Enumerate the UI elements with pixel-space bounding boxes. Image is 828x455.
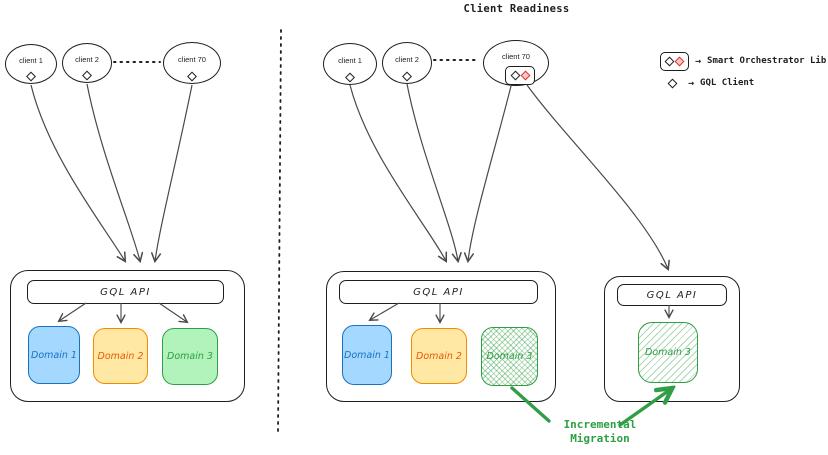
arrow-middle-client2-to-api [406,83,462,264]
legend: → Smart Orchestrator Lib → GQL Client [660,50,826,94]
right-domain-3-migrated: Domain 3 [638,322,698,383]
left-domain-3: Domain 3 [162,328,218,385]
domain-label: Domain 1 [31,349,77,361]
gql-client-diamond-icon [402,71,412,82]
gql-client-diamond-icon [26,71,36,82]
domain-label: Domain 3 [167,351,213,362]
arrow-client70-to-new-service [526,84,670,271]
client-label: client 70 [178,55,206,64]
arrow-middle-client1-to-api [349,84,448,263]
orchestrator-diamond-icon [520,70,530,81]
legend-label: GQL Client [700,78,755,88]
diagram-title: Client Readiness [463,3,570,15]
gql-client-diamond-icon [82,70,92,81]
arrow-middle-client70-to-api [463,85,512,264]
smart-orchestrator-badge-icon [660,51,689,71]
panel-divider-dashed-line [277,29,282,433]
incremental-migration-label: Incremental Migration [535,418,665,446]
gql-client-diamond-icon [345,72,355,83]
gql-client-diamond-icon [664,56,675,66]
arrow-glyph: → [695,55,702,67]
client-label: client 1 [338,56,362,65]
annotation-line-2: Migration [570,432,630,445]
middle-domain-3-deprecated: Domain 3 [481,327,538,386]
arrow-left-client70-to-api [151,84,193,264]
smart-orchestrator-badge-icon [505,66,535,85]
client-label: client 70 [502,51,530,61]
left-gql-api-bar: GQL API [27,280,224,304]
gql-api-label: GQL API [413,286,464,298]
left-domain-2: Domain 2 [93,328,148,384]
left-client-1-ellipse: client 1 [5,44,57,84]
middle-client-1-ellipse: client 1 [323,43,377,85]
legend-row-orchestrator: → Smart Orchestrator Lib [660,50,826,72]
middle-domain-2: Domain 2 [411,328,467,384]
legend-label: Smart Orchestrator Lib [707,56,827,66]
middle-gql-api-bar: GQL API [339,280,538,304]
annotation-line-1: Incremental [563,418,637,431]
left-client-70-ellipse: client 70 [163,42,221,84]
arrow-glyph: → [688,77,695,89]
gql-api-label: GQL API [100,286,151,298]
domain-label: Domain 1 [344,349,390,361]
domain-label: Domain 3 [645,347,691,358]
domain-label: Domain 2 [97,350,144,362]
domain-label: Domain 3 [486,351,533,362]
middle-domain-1: Domain 1 [342,325,392,385]
domain-label: Domain 2 [416,350,462,362]
arrow-left-client1-to-api [30,84,127,263]
gql-client-diamond-icon [667,78,678,88]
gql-api-label: GQL API [646,289,698,301]
middle-client-2-ellipse: client 2 [382,42,432,84]
left-domain-1: Domain 1 [28,326,80,384]
arrow-left-client2-to-api [86,83,144,264]
left-client-2-ellipse: client 2 [62,43,112,83]
client-label: client 2 [75,55,99,64]
orchestrator-diamond-icon [674,56,685,66]
gql-client-diamond-icon [187,71,197,82]
right-gql-api-bar: GQL API [617,284,727,306]
client-label: client 2 [395,55,419,64]
gql-client-diamond-icon [510,70,520,81]
client-label: client 1 [19,56,43,65]
legend-row-gql-client: → GQL Client [660,72,826,94]
